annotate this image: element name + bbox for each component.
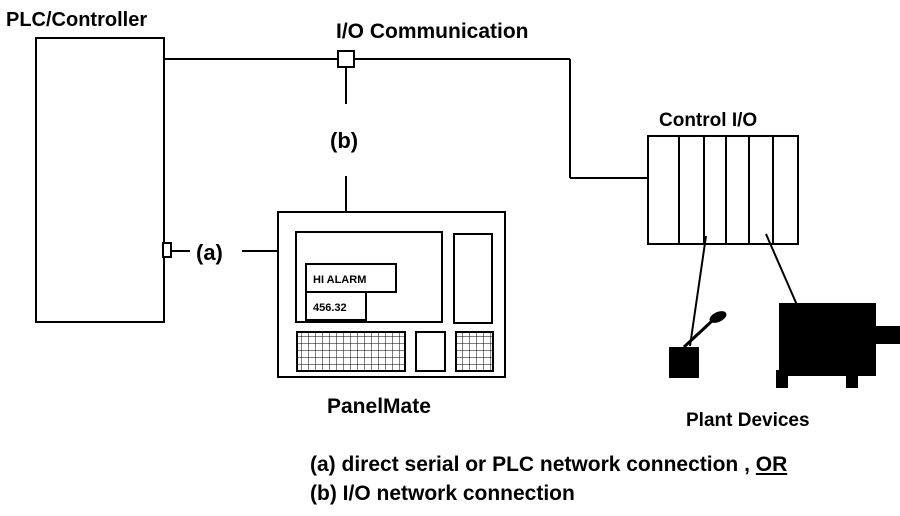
motor-shaft bbox=[876, 326, 900, 344]
motor-body bbox=[779, 303, 876, 376]
plc-serial-port bbox=[162, 242, 172, 258]
side-display bbox=[453, 233, 493, 324]
alarm-box bbox=[305, 263, 397, 293]
keypad-left bbox=[296, 331, 406, 372]
panelmate-device: HI ALARM 456.32 bbox=[277, 211, 506, 378]
motor-wire bbox=[765, 233, 798, 306]
switch-body bbox=[669, 347, 699, 378]
legend-line-b: (b) I/O network connection bbox=[310, 482, 575, 505]
panelmate-label: PanelMate bbox=[327, 395, 431, 418]
lever-switch-icon bbox=[669, 311, 727, 378]
motor-foot-right bbox=[846, 370, 858, 388]
plc-box bbox=[35, 37, 165, 323]
alarm-text: HI ALARM bbox=[313, 274, 366, 286]
motor-foot-left bbox=[776, 370, 788, 388]
io-tap-node bbox=[337, 50, 355, 68]
plant-devices-label: Plant Devices bbox=[686, 410, 810, 431]
connection-b-label: (b) bbox=[330, 128, 358, 153]
rack-frame bbox=[647, 135, 799, 245]
connection-a-label: (a) bbox=[196, 240, 223, 265]
switch-knob bbox=[709, 311, 727, 323]
control-io-rack bbox=[647, 135, 799, 245]
control-io-label: Control I/O bbox=[659, 110, 757, 131]
legend-or-text: OR bbox=[755, 453, 788, 476]
center-panel bbox=[415, 331, 446, 372]
legend-a-text: (a) direct serial or PLC network connect… bbox=[310, 453, 750, 476]
value-text: 456.32 bbox=[313, 302, 347, 314]
io-communication-label: I/O Communication bbox=[336, 20, 529, 43]
keypad-right bbox=[455, 331, 494, 372]
value-box bbox=[305, 291, 367, 321]
plc-label: PLC/Controller bbox=[6, 9, 147, 31]
switch-lever bbox=[682, 319, 714, 349]
motor-icon bbox=[776, 303, 900, 388]
legend-line-a: (a) direct serial or PLC network connect… bbox=[310, 453, 787, 477]
switch-wire bbox=[689, 235, 707, 347]
